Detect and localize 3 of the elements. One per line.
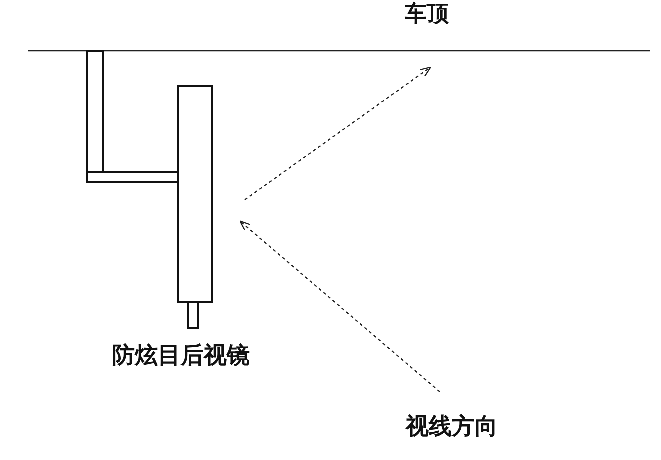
caption-text: 防炫目后视镜 [112,343,250,371]
caption-text: 车顶 [405,2,449,28]
caption-text: 视线方向 [406,414,498,442]
